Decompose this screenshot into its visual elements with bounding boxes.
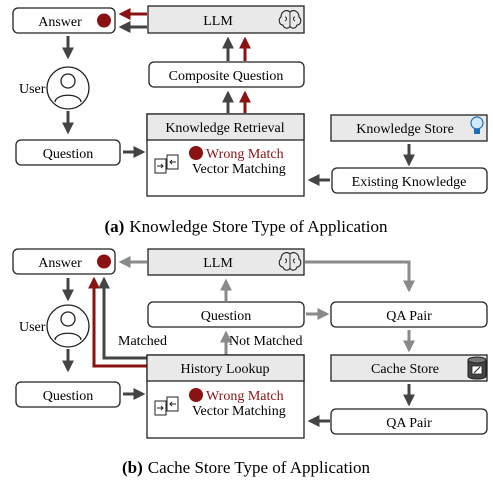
question-label: Question [43,147,94,162]
arrow-matched-red [88,276,147,368]
qa-pair-top-label: QA Pair [386,309,432,324]
question-mid-label: Question [201,309,252,324]
llm-box-b: LLM [147,248,305,276]
composite-question-box: Composite Question [148,61,305,88]
user-label: User [19,82,46,97]
qa-pair-bottom-label: QA Pair [386,416,432,431]
user-icon [46,66,90,110]
arrow-matched-dark [98,276,147,360]
red-dot-icon [189,388,203,402]
answer-box-a: Answer [12,7,116,34]
vector-matching-icon [154,154,179,174]
caption-a: (a)Knowledge Store Type of Application [105,217,388,236]
lightbulb-icon [470,116,484,134]
red-dot-icon [97,13,111,28]
not-matched-label: Not Matched [229,334,302,349]
vector-matching-label: Vector Matching [192,404,286,419]
arrow-llm-qapair [305,260,415,293]
question-label: Question [43,389,94,404]
existing-knowledge-box: Existing Knowledge [331,167,488,194]
answer-box-b: Answer [12,248,116,275]
existing-knowledge-label: Existing Knowledge [352,175,467,190]
wrong-match-label: Wrong Match [206,389,284,404]
red-dot-icon [189,146,203,160]
question-box-a: Question [15,139,121,166]
red-dot-icon [97,254,111,269]
answer-label: Answer [38,15,82,30]
user-icon [46,304,90,348]
knowledge-retrieval-box: Knowledge Retrieval Wrong Match Vector M… [146,113,305,197]
wrong-match-label: Wrong Match [206,147,284,162]
llm-box-a: LLM [147,5,305,34]
answer-label: Answer [38,256,82,271]
caption-a-text: Knowledge Store Type of Application [129,217,388,236]
vector-matching-icon [154,396,179,416]
knowledge-store-label: Knowledge Store [356,122,454,137]
cache-store-box: Cache Store [330,354,488,382]
knowledge-retrieval-label: Knowledge Retrieval [165,121,284,136]
caption-b-label: (b) [122,458,143,477]
panel-a: Answer LLM Composite Question User [12,5,488,236]
matched-label: Matched [118,334,167,349]
question-mid-box: Question [147,301,305,328]
panel-b: Answer LLM Question QA Pair Not Matched [12,248,488,477]
vector-matching-label: Vector Matching [192,162,286,177]
database-icon [467,356,487,380]
question-box-b: Question [15,381,121,408]
caption-b-text: Cache Store Type of Application [148,458,371,477]
qa-pair-bottom-box: QA Pair [330,408,488,435]
caption-a-label: (a) [105,217,125,236]
knowledge-store-box: Knowledge Store [330,114,488,142]
composite-question-label: Composite Question [169,69,284,84]
llm-label: LLM [203,14,233,29]
user-label: User [19,320,46,335]
caption-b: (b) Cache Store Type of Application [122,458,371,477]
history-lookup-box: History Lookup Wrong Match Vector Matchi… [146,354,305,439]
llm-label: LLM [203,256,233,271]
cache-store-label: Cache Store [371,362,439,377]
history-lookup-label: History Lookup [180,362,269,377]
qa-pair-top-box: QA Pair [330,301,488,328]
